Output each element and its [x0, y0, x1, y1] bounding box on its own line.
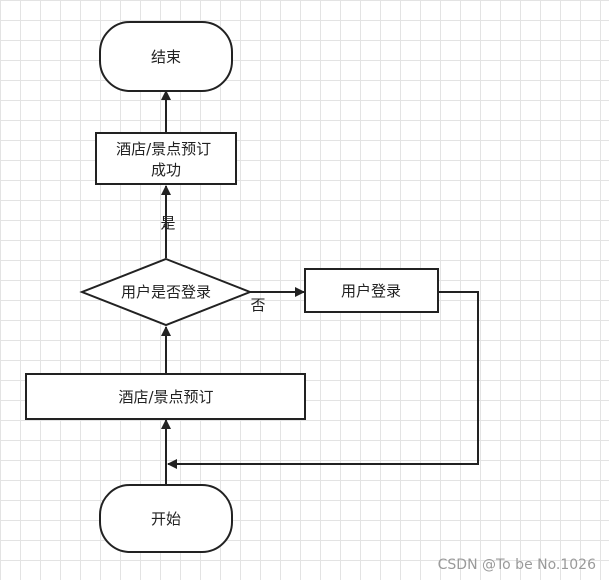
- login-node: 用户登录: [304, 268, 439, 313]
- decision-node-shape: [79, 257, 253, 327]
- decision-node-label: 用户是否登录: [121, 283, 211, 301]
- end-node: 结束: [99, 21, 233, 92]
- start-node-label: 开始: [151, 510, 181, 528]
- edges: [161, 90, 479, 484]
- start-node: 开始: [99, 484, 233, 553]
- booking-success-node-label: 酒店/景点预订 成功: [116, 140, 216, 179]
- edge-login-to-booking: [167, 291, 479, 469]
- booking-success-line-1: 酒店/景点预订: [116, 140, 211, 158]
- booking-node: 酒店/景点预订: [25, 373, 306, 420]
- start-node-shape: [99, 484, 233, 553]
- login-node-label: 用户登录: [341, 282, 401, 300]
- watermark-text: CSDN @To be No.1026: [438, 557, 596, 573]
- login-node-shape: [304, 268, 439, 313]
- decision-node: 用户是否登录: [79, 257, 253, 327]
- booking-node-label: 酒店/景点预订: [118, 388, 213, 406]
- booking-success-line-2: 成功: [151, 161, 181, 179]
- end-node-label: 结束: [151, 48, 181, 66]
- edge-label-yes: 是: [160, 214, 175, 232]
- booking-node-shape: [25, 373, 306, 420]
- end-node-shape: [99, 21, 233, 92]
- booking-success-node: 酒店/景点预订 成功: [95, 132, 237, 185]
- booking-success-node-shape: [95, 132, 237, 185]
- edge-label-no: 否: [250, 296, 265, 314]
